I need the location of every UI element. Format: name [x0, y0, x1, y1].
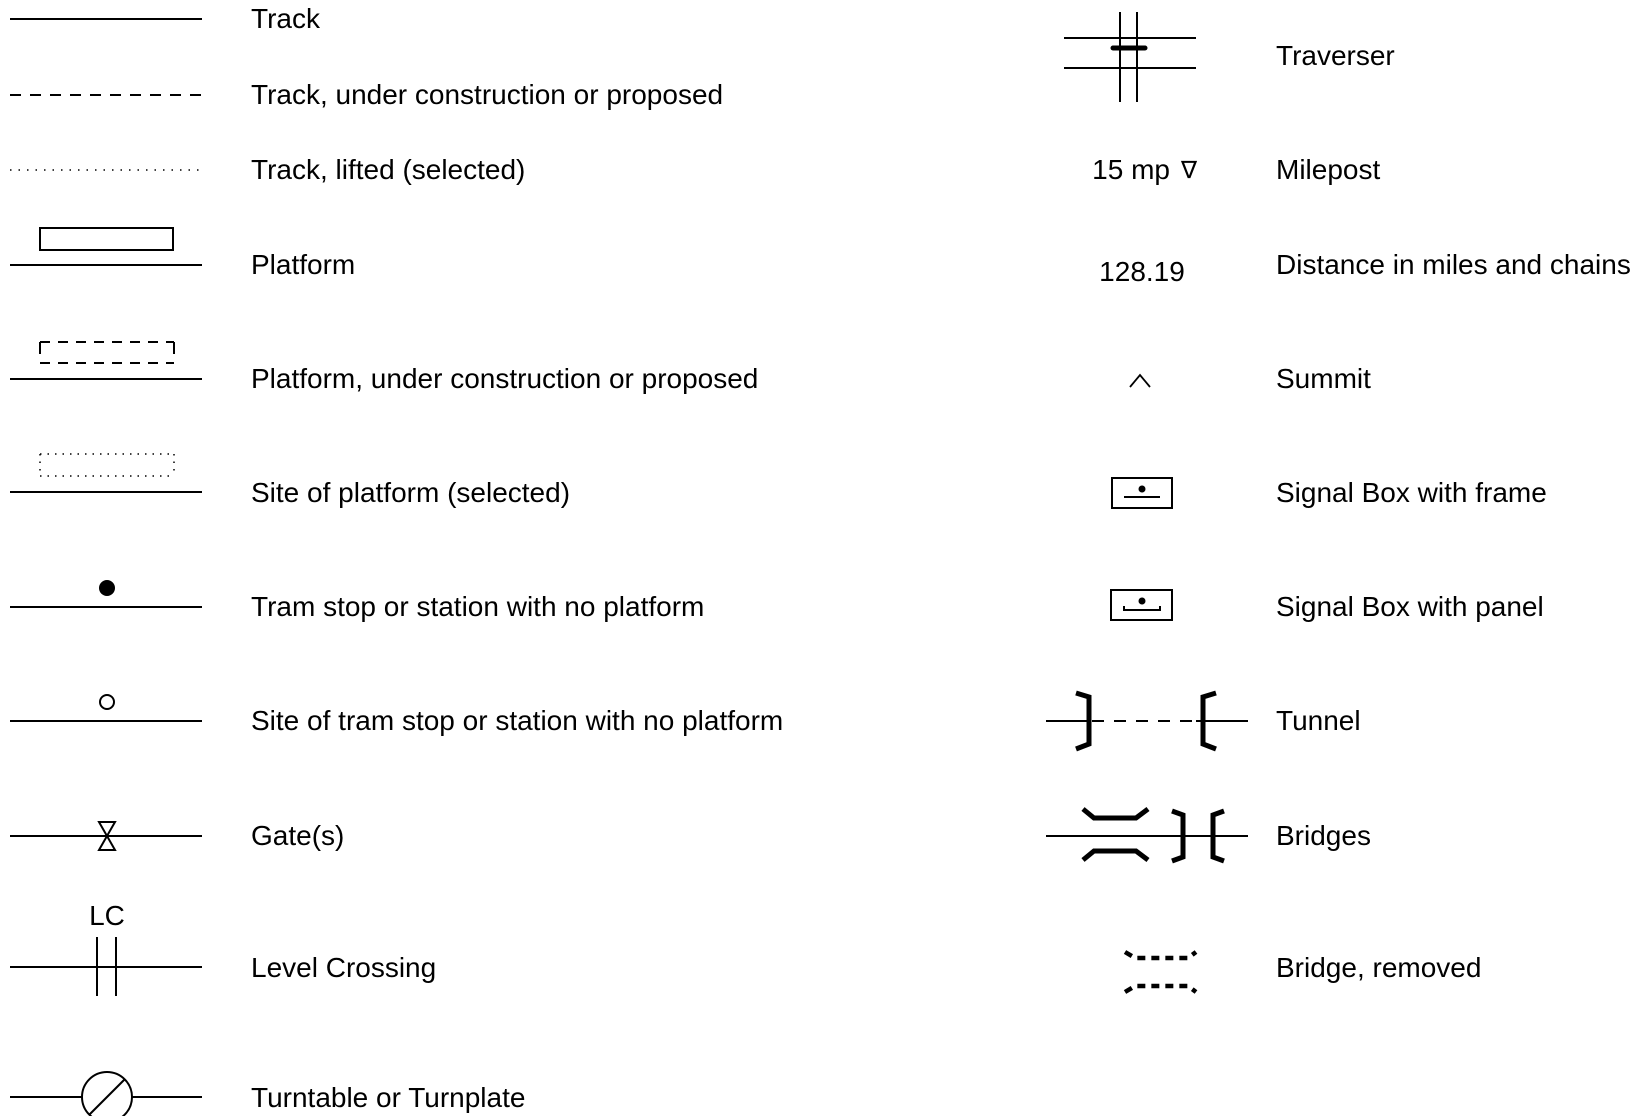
milepost-symbol-text: 15 mp [1092, 154, 1170, 185]
legend-label-track-proposed: Track, under construction or proposed [251, 79, 724, 110]
legend-label-tunnel: Tunnel [1276, 705, 1361, 736]
signal-box-frame-icon [1111, 477, 1173, 509]
filled-dot-icon [10, 580, 202, 608]
legend-label-bridge-removed: Bridge, removed [1276, 952, 1482, 983]
distance-symbol-text: 128.19 [1099, 256, 1185, 287]
platform-dashed-icon [10, 341, 202, 380]
legend-label-bridges: Bridges [1276, 820, 1371, 851]
legend-label-track-lifted: Track, lifted (selected) [251, 154, 526, 185]
legend-label-summit: Summit [1276, 363, 1371, 394]
traverser-icon [1064, 12, 1196, 102]
legend-label-platform-proposed: Platform, under construction or proposed [251, 363, 759, 394]
turntable-icon [10, 1071, 202, 1116]
legend-label-platform-site: Site of platform (selected) [251, 477, 571, 508]
legend-label-track: Track [251, 3, 320, 34]
bridge-removed-icon [1123, 950, 1198, 994]
milepost-glyph-icon: ∇ [1180, 156, 1198, 184]
legend-label-gates: Gate(s) [251, 820, 345, 851]
platform-icon [10, 227, 202, 266]
bridges-icon [1046, 807, 1248, 864]
legend-label-distance: Distance in miles and chains [1276, 249, 1631, 280]
legend-label-level-crossing: Level Crossing [251, 952, 437, 983]
legend-label-traverser: Traverser [1276, 40, 1395, 71]
gate-icon [10, 821, 202, 851]
legend-label-signal-box-frame: Signal Box with frame [1276, 477, 1547, 508]
legend-label-milepost: Milepost [1276, 154, 1381, 185]
platform-dotted-icon [10, 453, 202, 493]
legend-label-platform: Platform [251, 249, 356, 280]
level-crossing-symbol-text: LC [89, 900, 125, 931]
tunnel-icon [1046, 690, 1248, 752]
signal-box-panel-icon [1110, 589, 1173, 621]
legend-label-tram-stop-site: Site of tram stop or station with no pla… [251, 705, 784, 736]
summit-icon [1129, 373, 1151, 388]
legend-label-tram-stop: Tram stop or station with no platform [251, 591, 705, 622]
legend-label-signal-box-panel: Signal Box with panel [1276, 591, 1544, 622]
legend-label-turntable: Turntable or Turnplate [251, 1082, 526, 1113]
level-crossing-icon [10, 937, 202, 996]
open-circle-icon [10, 694, 202, 722]
